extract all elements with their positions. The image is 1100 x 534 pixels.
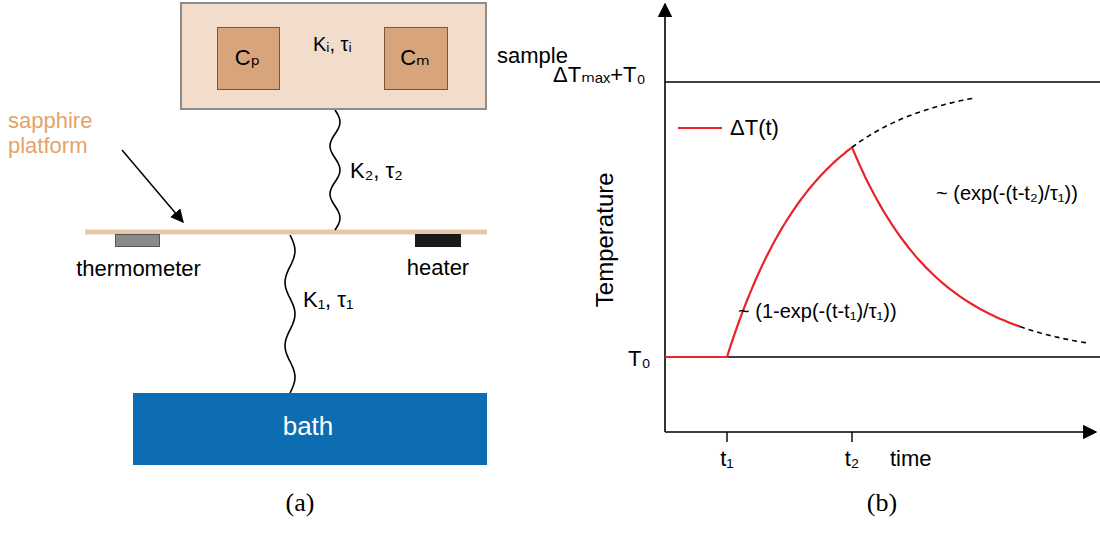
node-label: heater xyxy=(407,255,469,280)
temperature-curve xyxy=(852,147,1020,326)
node-label: bath xyxy=(283,412,334,442)
text-label: time xyxy=(890,446,932,471)
node-label: Cₚ xyxy=(235,45,260,70)
extrapolation xyxy=(1020,327,1088,344)
leader-arrow xyxy=(122,150,183,222)
text-label: K₁, τ₁ xyxy=(303,287,353,312)
y-axis xyxy=(664,4,666,432)
tick xyxy=(726,432,727,442)
extrapolation xyxy=(852,98,975,147)
text-label: (a) xyxy=(286,488,315,518)
x-axis xyxy=(665,431,1096,433)
max-line xyxy=(665,81,1100,83)
temperature-curve xyxy=(665,147,852,357)
base-line xyxy=(665,356,1100,358)
text-label: ~ (1-exp(-(t-t₁)/τ₁)) xyxy=(738,300,897,323)
node-label: Cₘ xyxy=(400,45,430,70)
text-label: ΔTₘₐₓ+T₀ xyxy=(553,62,646,87)
thermal-link xyxy=(330,110,340,230)
node-box: thermometer xyxy=(115,234,160,247)
node-box: heater xyxy=(415,234,461,247)
node-box: bath xyxy=(133,393,487,465)
node-box: Cₚ xyxy=(217,27,280,90)
node-label: thermometer xyxy=(76,256,201,281)
text-label: sapphire platform xyxy=(8,108,128,159)
text-label: (b) xyxy=(867,488,897,518)
text-label: t₂ xyxy=(845,446,860,471)
node-box: Cₘ xyxy=(384,27,448,90)
text-label: ~ (exp(-(t-t₂)/τ₁)) xyxy=(936,182,1078,205)
text-label: K₂, τ₂ xyxy=(350,158,403,183)
legend-line xyxy=(678,127,722,129)
thermal-link xyxy=(285,235,295,393)
tick xyxy=(851,432,852,442)
node-box: sampleCₚCₘ xyxy=(180,2,487,110)
legend-text: ΔT(t) xyxy=(730,115,779,140)
text-label: t₁ xyxy=(720,446,734,471)
text-label: Temperature xyxy=(590,173,618,308)
edge-label: Kᵢ, τᵢ xyxy=(313,33,352,56)
text-label: T₀ xyxy=(628,346,651,371)
